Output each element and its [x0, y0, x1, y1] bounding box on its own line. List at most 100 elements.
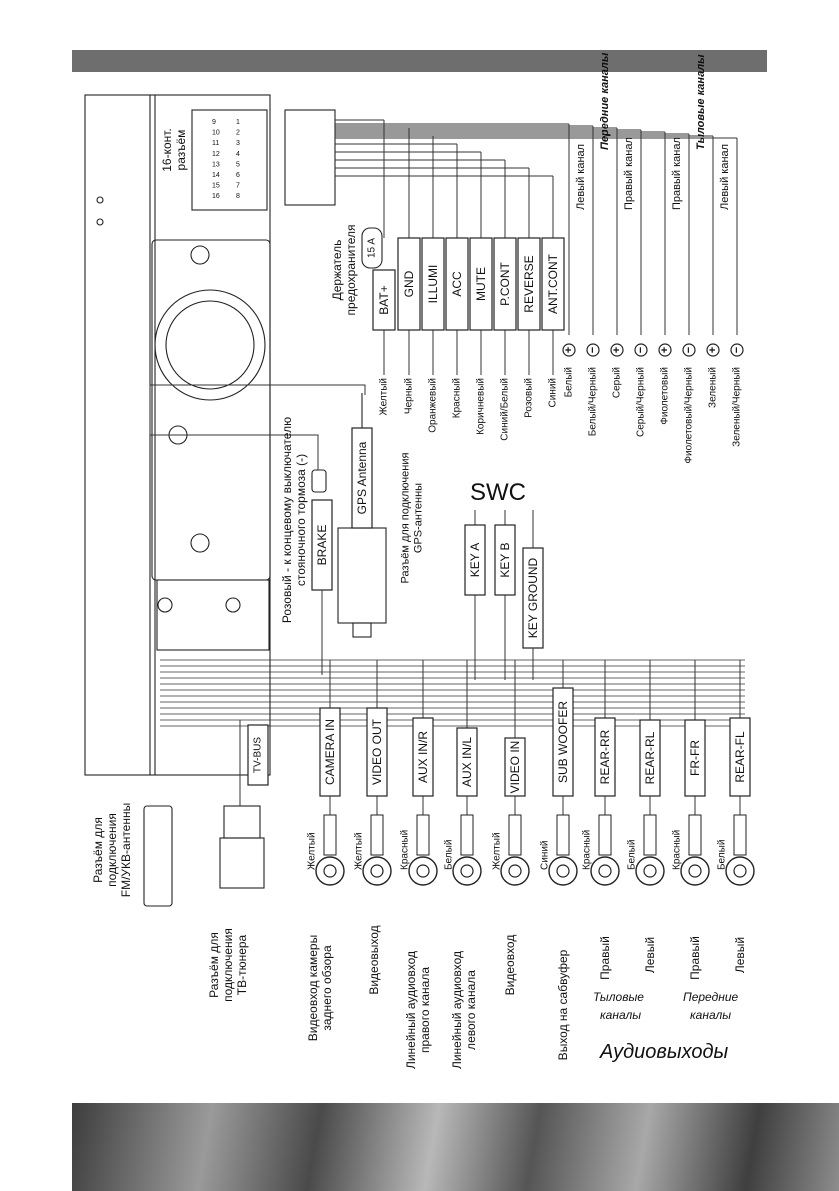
polarity-symbol	[586, 343, 600, 357]
speaker-channel-label: Правый канал	[671, 137, 683, 210]
rca-box-label: VIDEO OUT	[370, 718, 384, 785]
swc-key-label: KEY B	[498, 542, 512, 577]
gps-box-label: GPS Antenna	[355, 441, 369, 514]
tv-tuner-plug	[219, 837, 265, 889]
power-box	[397, 237, 421, 331]
front-channels-label: Передние	[683, 990, 738, 1004]
power-wire-color: Желтый	[379, 378, 390, 416]
right-rear-label: Правый	[598, 936, 612, 980]
power-box-label: ACC	[450, 271, 464, 297]
rear-channels-label: каналы	[600, 1008, 641, 1022]
fm-antenna-label: FM/УКВ-антенны	[119, 803, 133, 898]
rca-color-label: Белый	[717, 840, 728, 870]
fuse-value-label: 15 A	[367, 238, 378, 258]
heatsink-panel	[151, 239, 271, 581]
rca-plug-body	[556, 814, 570, 856]
power-box	[372, 269, 396, 331]
power-box-label: P.CONT	[498, 261, 512, 305]
rca-plug-pin	[416, 864, 430, 878]
speaker-channel-label: Правый канал	[623, 137, 635, 210]
rca-plug-body	[416, 814, 430, 856]
rca-color-label: Белый	[627, 840, 638, 870]
rca-plug-pin	[643, 864, 657, 878]
brake-box-label: BRAKE	[315, 525, 329, 566]
brake-note: Розовый - к концевому выключателю	[280, 417, 294, 623]
left-front-label: Левый	[733, 937, 747, 973]
gps-connector-label: GPS-антенны	[413, 483, 425, 553]
sub-label: Выход на сабвуфер	[556, 949, 570, 1060]
speaker-channel-label: Левый канал	[575, 144, 587, 210]
polarity-sign: −	[635, 347, 647, 353]
speaker-wire-color: Серый/Черный	[636, 367, 647, 437]
rca-plug-pin	[688, 864, 702, 878]
rca-color-label: Красный	[672, 830, 683, 870]
rca-box-label: REAR-RL	[643, 731, 657, 784]
polarity-sign: −	[731, 347, 743, 353]
pin-number: 12	[212, 151, 220, 158]
aux-l-label: левого канала	[464, 970, 478, 1050]
tv-bus-box	[247, 724, 269, 786]
speaker-wire-color: Фиолетовый/Черный	[684, 367, 695, 464]
polarity-sign: −	[587, 347, 599, 353]
polarity-sign: +	[659, 347, 671, 353]
aux-l-label: Линейный аудиовход	[450, 951, 464, 1069]
rca-color-label: Желтый	[307, 832, 318, 870]
rca-box-label: VIDEO IN	[508, 741, 522, 794]
rca-box-label: CAMERA IN	[323, 719, 337, 785]
fan	[154, 289, 266, 401]
rca-plug-body	[643, 814, 657, 856]
pin-number: 7	[236, 183, 240, 190]
power-wire-color: Коричневый	[476, 378, 487, 435]
gps-plug	[352, 622, 372, 638]
pin-number: 1	[236, 119, 240, 126]
connector-16pin-label: разъём	[174, 130, 188, 171]
polarity-symbol	[730, 343, 744, 357]
rca-plug-body	[598, 814, 612, 856]
power-box	[541, 237, 565, 331]
fuse-holder	[361, 227, 383, 269]
tv-bus-label: TV-BUS	[253, 737, 264, 773]
fm-antenna-label: Разъём для	[91, 817, 105, 883]
swc-key-label: KEY A	[468, 543, 482, 577]
gps-module	[337, 527, 387, 624]
power-wire-color: Синий	[548, 378, 559, 408]
speaker-wire-color: Зеленый/Черный	[732, 367, 743, 447]
rca-plug-pin	[598, 864, 612, 878]
power-wire-color: Черный	[404, 378, 415, 414]
fuse-holder-label: Держатель	[330, 240, 344, 301]
rca-plug-body	[370, 814, 384, 856]
rca-plug-pin	[460, 864, 474, 878]
polarity-symbol	[706, 343, 720, 357]
speaker-wire-color: Серый	[612, 367, 623, 398]
rear-channels-label: Тыловые	[593, 990, 644, 1004]
power-box	[517, 237, 541, 331]
rca-plug-body	[460, 814, 474, 856]
left-rear-label: Левый	[643, 937, 657, 973]
rca-color-label: Желтый	[354, 832, 365, 870]
polarity-symbol	[658, 343, 672, 357]
aux-r-label: правого канала	[418, 967, 432, 1053]
power-wire-color: Синий/Белый	[500, 378, 511, 441]
pin-number: 15	[212, 183, 220, 190]
brake-note: стояночного тормоза (-)	[294, 454, 308, 586]
pin-number: 3	[236, 140, 240, 147]
rca-color-label: Красный	[400, 830, 411, 870]
rca-plug-pin	[733, 864, 747, 878]
header-bar	[72, 50, 767, 72]
gps-connector-label: Разъём для подключения	[400, 453, 412, 584]
camera-label: заднего обзора	[320, 945, 334, 1031]
pin-number: 9	[212, 119, 216, 126]
harness-connector	[284, 109, 336, 206]
power-wire-color: Оранжевый	[428, 378, 439, 433]
rca-plug-body	[323, 814, 337, 856]
pin-number: 10	[212, 130, 220, 137]
speaker-wire-color: Белый	[564, 367, 575, 397]
pin-number: 14	[212, 172, 220, 179]
audio-outputs-title: Аудиовыходы	[599, 1041, 729, 1063]
polarity-symbol	[610, 343, 624, 357]
rca-color-label: Белый	[444, 840, 455, 870]
screw	[190, 245, 210, 265]
power-box	[421, 237, 445, 331]
pin-number: 11	[212, 140, 219, 147]
